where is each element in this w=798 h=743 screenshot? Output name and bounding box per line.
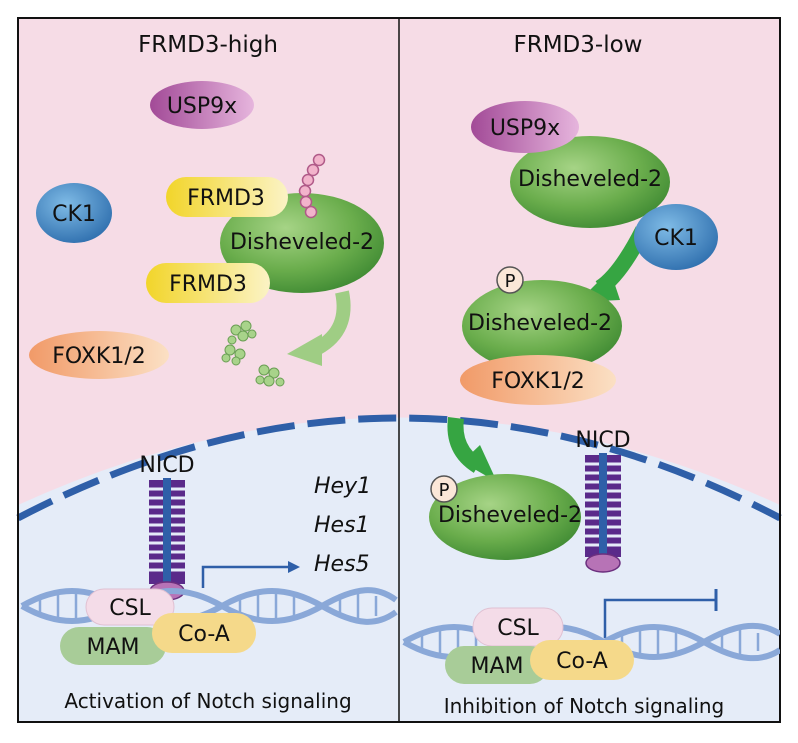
disheveled-2-bottom-protein: [429, 474, 581, 560]
right-panel-title: FRMD3-low: [514, 32, 643, 58]
disheveled-2-mid-protein: [462, 280, 622, 372]
csl-label-right: CSL: [497, 616, 539, 641]
phosphate-label-2: P: [439, 480, 450, 501]
inhibition-line: [603, 598, 715, 638]
frmd3-label-top: FRMD3: [187, 186, 265, 211]
degradation-arrow-head: [287, 334, 322, 366]
disheveled-2-top-protein: [510, 136, 670, 228]
usp9x-label-right: USP9x: [490, 116, 560, 141]
coa-label: Co-A: [178, 622, 230, 647]
nuclear-membrane: [16, 414, 782, 522]
gene-hey1: Hey1: [314, 474, 371, 499]
nicd-receptor-right: [585, 453, 621, 573]
phosphate-group-2: [430, 475, 458, 503]
mam-protein-right: [445, 646, 549, 684]
csl-protein: [85, 588, 175, 626]
transcription-arrow-head: [288, 561, 300, 573]
disheveled-2-label: Disheveled-2: [230, 230, 374, 255]
phosphate-label-1: P: [505, 271, 516, 292]
gene-hes1: Hes1: [314, 513, 370, 538]
degradation-arrow-shaft: [314, 290, 351, 355]
foxk1-2-protein-right: [460, 355, 616, 405]
left-panel-title: FRMD3-high: [138, 32, 278, 58]
coa-protein-right: [530, 640, 634, 680]
coa-label-right: Co-A: [556, 649, 608, 674]
nicd-receptor: [149, 478, 185, 601]
usp9x-label: USP9x: [167, 94, 237, 119]
mam-protein: [60, 627, 166, 665]
left-caption: Activation of Notch signaling: [64, 689, 351, 713]
mam-label-right: MAM: [470, 654, 523, 679]
translocation-arrow-head: [462, 445, 497, 482]
right-caption: Inhibition of Notch signaling: [444, 694, 725, 718]
disheveled-2-top-label: Disheveled-2: [518, 167, 662, 192]
gene-hes5: Hes5: [314, 552, 370, 577]
ck1-label: CK1: [52, 202, 96, 227]
frmd3-protein-bottom: [146, 263, 270, 303]
foxk1-2-label-right: FOXK1/2: [491, 369, 584, 394]
nicd-label: NICD: [139, 453, 194, 478]
degradation-fragments: [221, 320, 285, 387]
phosphate-group-1: [496, 266, 524, 294]
transcription-arrow: [201, 565, 290, 588]
foxk1-2-label: FOXK1/2: [52, 344, 145, 369]
coa-protein: [152, 613, 256, 653]
dna-helix: [20, 587, 398, 625]
ck1-label-right: CK1: [654, 226, 698, 251]
ck1-protein: [36, 183, 112, 243]
disheveled-2-bottom-label: Disheveled-2: [438, 503, 582, 528]
csl-label: CSL: [109, 596, 151, 621]
disheveled-2-mid-label: Disheveled-2: [468, 311, 612, 336]
right-panel: FRMD3-low USP9x Disheveled-2 CK1 P Dishe…: [402, 32, 780, 718]
foxk1-2-protein: [29, 331, 169, 379]
usp9x-protein: [150, 81, 254, 129]
left-panel: FRMD3-high USP9x CK1 FRMD3 Disheveled-2 …: [20, 32, 398, 713]
frmd3-protein-top: [166, 177, 288, 217]
mam-label: MAM: [86, 635, 139, 660]
usp9x-protein-right: [471, 101, 579, 153]
ubiquitin-chain: [298, 153, 326, 219]
frmd3-label-bottom: FRMD3: [169, 272, 247, 297]
ck1-protein-right: [634, 204, 718, 270]
nicd-label-right: NICD: [575, 428, 630, 453]
